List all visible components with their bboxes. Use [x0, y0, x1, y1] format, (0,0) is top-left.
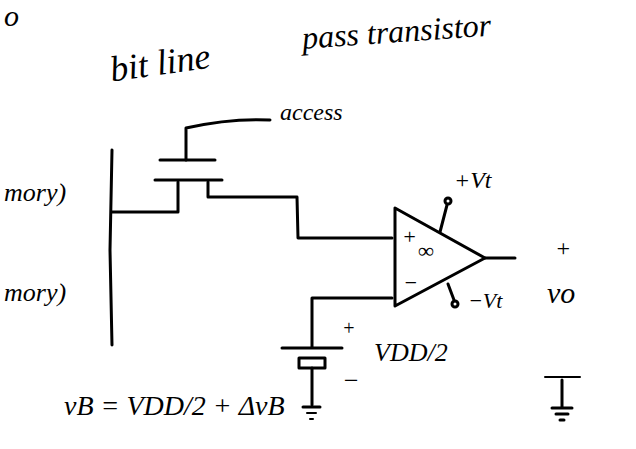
supply-label: −Vt [466, 290, 504, 312]
ground-symbol [552, 380, 572, 420]
supply-lead [440, 205, 447, 232]
bit-line-wire [110, 150, 112, 345]
reference-voltage-label: VDD/2 [372, 340, 450, 366]
channel-line [155, 179, 222, 182]
supply-terminal [445, 198, 451, 204]
output-wire [485, 257, 515, 260]
polarity-sign: + [340, 318, 358, 338]
transistor-label: pass transistor [299, 9, 494, 54]
supply-lead [448, 284, 454, 300]
ground-symbol [307, 413, 316, 419]
bit-line-voltage-equation: vB = VDD/2 + ΔvB [62, 392, 287, 420]
gate-lead [186, 120, 270, 160]
input-sign: + [400, 226, 419, 248]
memory-fragment: mory) [2, 280, 68, 306]
output-voltage-label: vo [545, 278, 577, 308]
bit-line-label: bit line [105, 38, 214, 88]
supply-label: +Vt [452, 168, 494, 192]
ground-symbol [303, 406, 320, 409]
gate-signal-label: access [278, 100, 345, 124]
battery-lead [311, 368, 314, 405]
memory-fragment: mory) [2, 180, 68, 206]
gain-symbol: ∞ [416, 240, 436, 262]
output-bar [545, 376, 580, 378]
drain-wire [208, 182, 392, 238]
fragment-text: o [2, 1, 21, 31]
supply-terminal [452, 301, 458, 307]
source-wire [112, 182, 178, 212]
input-sign: − [401, 272, 420, 294]
battery-long-plate [282, 347, 342, 350]
output-sign: + [553, 236, 573, 260]
polarity-sign: − [340, 368, 362, 394]
